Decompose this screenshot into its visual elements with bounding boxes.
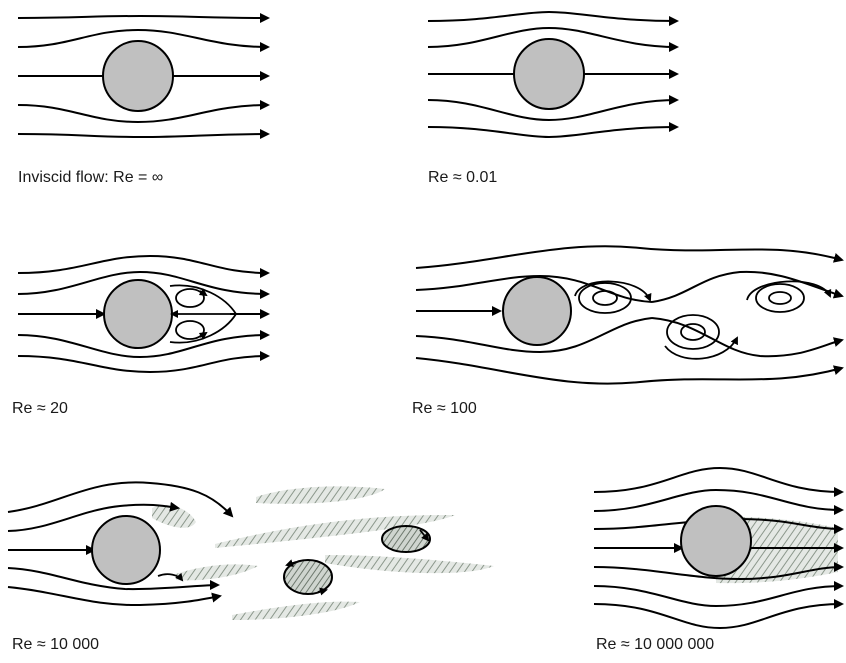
panel-re-20 [18, 256, 268, 372]
panel-re-001 [428, 12, 677, 137]
caption-re-10000: Re ≈ 10 000 [12, 636, 99, 654]
cylinder-icon [92, 516, 160, 584]
cylinder-icon [104, 280, 172, 348]
panel-re-10000 [8, 482, 494, 620]
cylinder-icon [103, 41, 173, 111]
cylinder-icon [514, 39, 584, 109]
caption-inviscid: Inviscid flow: Re = ∞ [18, 169, 163, 187]
caption-re-20: Re ≈ 20 [12, 400, 68, 418]
caption-re-001: Re ≈ 0.01 [428, 169, 497, 187]
panel-re-10000000 [594, 468, 842, 628]
cylinder-icon [681, 506, 751, 576]
panel-re-100 [416, 246, 842, 383]
cylinder-icon [503, 277, 571, 345]
panel-inviscid [18, 16, 268, 137]
caption-re-10000000: Re ≈ 10 000 000 [596, 636, 714, 654]
caption-re-100: Re ≈ 100 [412, 400, 477, 418]
